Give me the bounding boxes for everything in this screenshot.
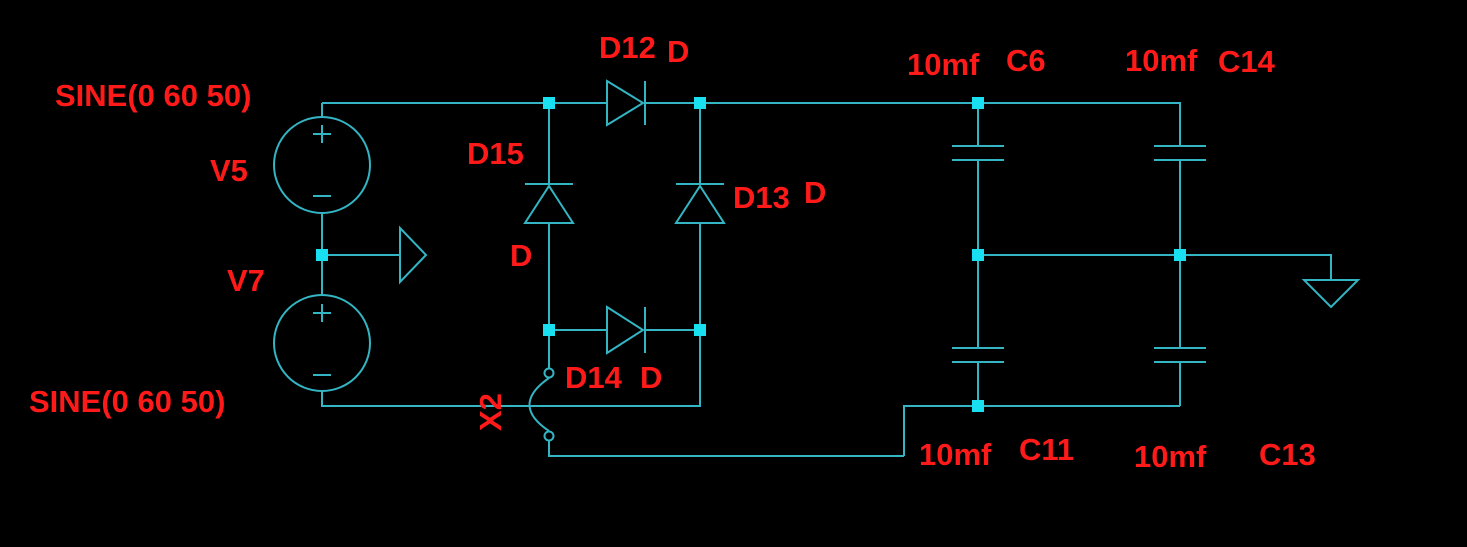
d15-model-label: D: [510, 238, 532, 273]
d12-model-label: D: [667, 34, 689, 69]
v7-value-label: SINE(0 60 50): [29, 384, 225, 419]
c14-value-label: 10mf: [1125, 43, 1198, 78]
junction-dot: [972, 400, 984, 412]
c13-name-label: C13: [1259, 437, 1316, 472]
switch-icon[interactable]: [528, 367, 555, 442]
d12-name-label: D12: [599, 30, 656, 65]
c11-value-label: 10mf: [919, 437, 992, 472]
c14-name-label: C14: [1218, 44, 1276, 79]
wire-mid-rail: [978, 254, 1332, 280]
junction-dot: [972, 97, 984, 109]
c11-name-label: C11: [1019, 432, 1074, 467]
wire-top-rail: [321, 102, 1181, 146]
v5-name-label: V5: [210, 153, 248, 188]
wire-bottom-left: [321, 330, 701, 407]
wire-d13-column: [646, 103, 701, 331]
junction-dot: [543, 324, 555, 336]
d14-model-label: D: [640, 360, 662, 395]
x2-name-label: X2: [473, 393, 508, 431]
v7-name-label: V7: [227, 263, 265, 298]
wire-bottom-right: [903, 405, 1180, 456]
junction-dot: [694, 97, 706, 109]
ground-icon[interactable]: [1301, 279, 1361, 309]
c6-value-label: 10mf: [907, 47, 980, 82]
diode-icon[interactable]: [674, 183, 726, 224]
capacitor-icon[interactable]: [952, 145, 1004, 161]
net-flag-icon[interactable]: [399, 225, 428, 285]
junction-dot: [1174, 249, 1186, 261]
voltage-source-icon[interactable]: [273, 294, 371, 392]
diode-icon[interactable]: [606, 79, 646, 127]
d14-name-label: D14: [565, 360, 623, 395]
diode-icon[interactable]: [606, 305, 646, 355]
capacitor-icon[interactable]: [1154, 347, 1206, 363]
junction-dot: [694, 324, 706, 336]
v5-value-label: SINE(0 60 50): [55, 78, 251, 113]
voltage-source-icon[interactable]: [273, 116, 371, 214]
junction-dot: [316, 249, 328, 261]
d15-name-label: D15: [467, 136, 524, 171]
junction-dot: [543, 97, 555, 109]
d13-model-label: D: [804, 175, 826, 210]
junctions: [316, 97, 1186, 412]
capacitor-icon[interactable]: [952, 347, 1004, 363]
wire-switch-output: [548, 440, 904, 457]
c13-value-label: 10mf: [1134, 439, 1207, 474]
capacitor-icon[interactable]: [1154, 145, 1206, 161]
c6-name-label: C6: [1006, 43, 1046, 78]
wire-d15-column: [548, 103, 606, 368]
labels: SINE(0 60 50) V5 V7 SINE(0 60 50) D12 D …: [29, 30, 1316, 474]
diode-icon[interactable]: [523, 183, 575, 224]
d13-name-label: D13: [733, 180, 790, 215]
junction-dot: [972, 249, 984, 261]
